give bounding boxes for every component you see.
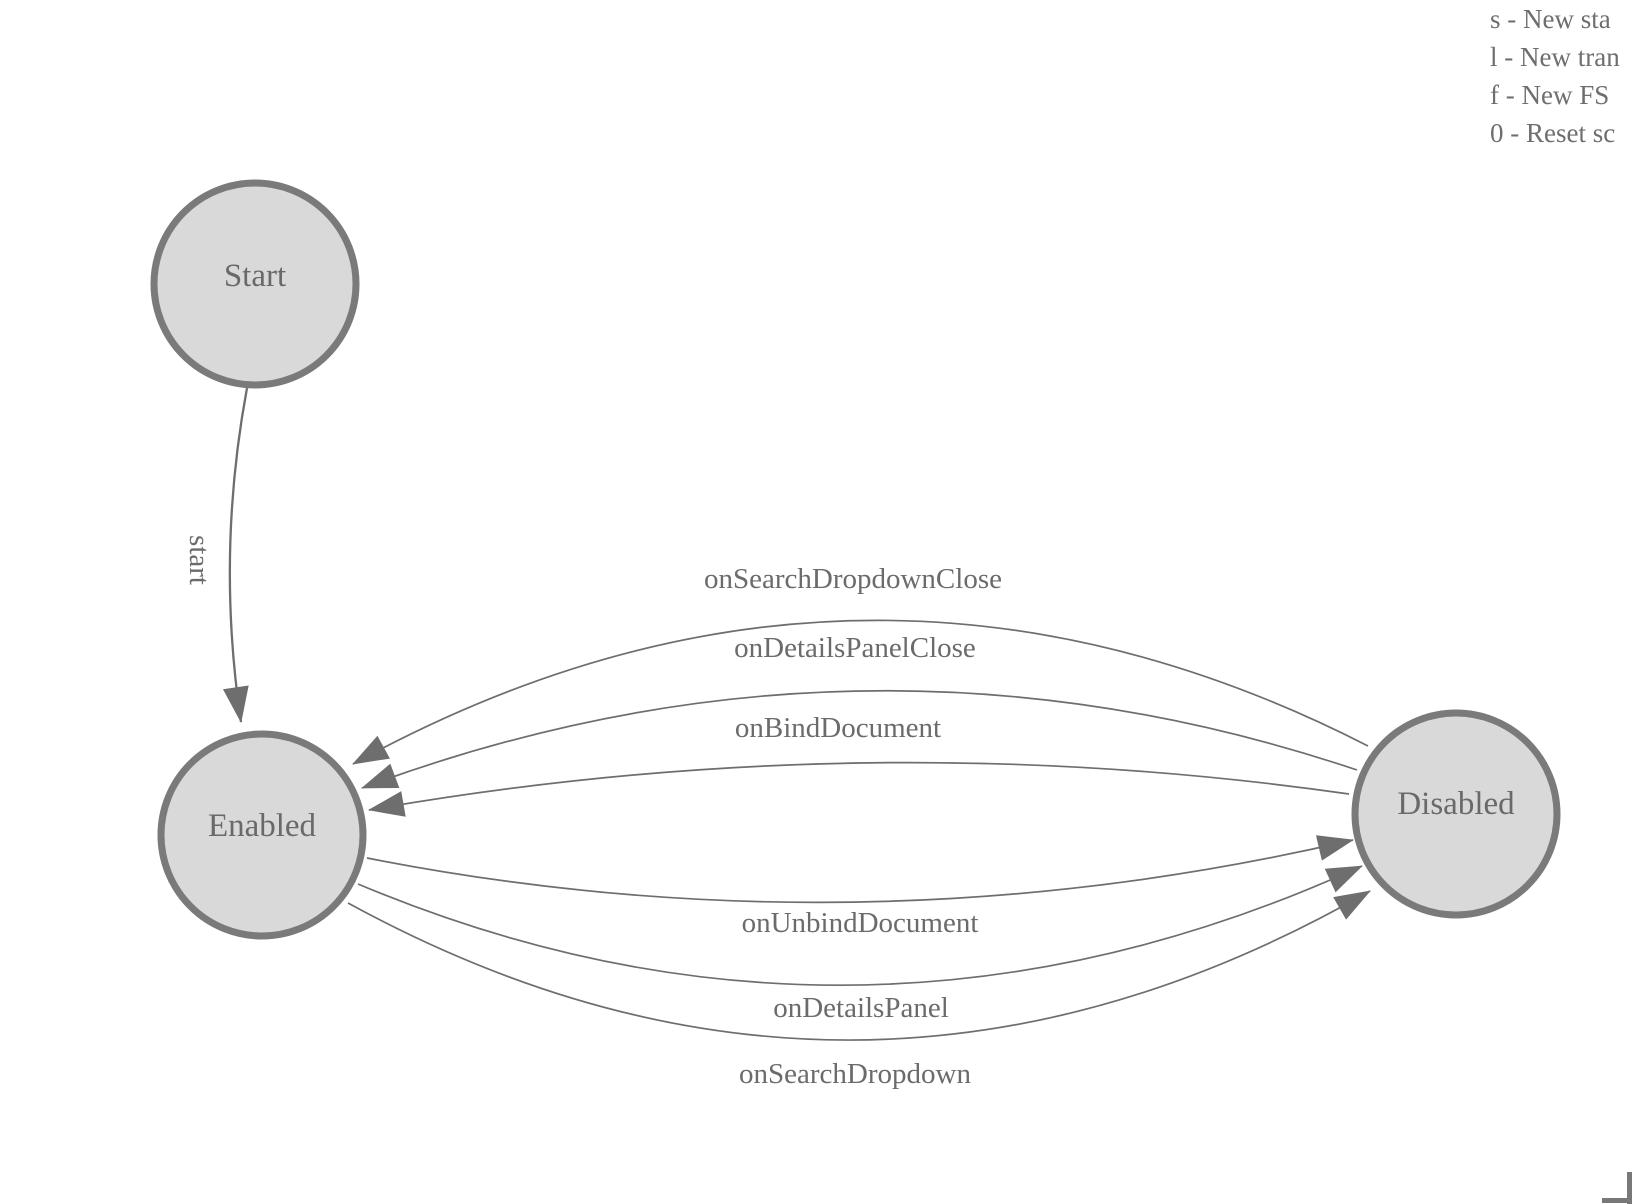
state-label-start: Start — [224, 258, 286, 294]
state-circle-enabled[interactable] — [157, 730, 367, 940]
state-circle-disabled[interactable] — [1351, 709, 1561, 919]
state-node-start[interactable]: Start — [150, 179, 360, 389]
offscreen-box-corner-vertical-bar — [1627, 1172, 1632, 1204]
states-layer: Start Enabled Disabled — [150, 179, 1561, 940]
edge-label-onSearchDropdown: onSearchDropdown — [739, 1058, 971, 1090]
edge-enabled-to-disabled-onDetailsPanel[interactable] — [357, 865, 1363, 987]
edge-start-to-enabled[interactable] — [222, 387, 249, 723]
edge-labels-layer: start onSearchDropdownClose onDetailsPan… — [183, 535, 1002, 1090]
edges-layer — [222, 387, 1371, 1041]
edge-label-onSearchDropdownClose: onSearchDropdownClose — [704, 563, 1002, 595]
state-label-disabled: Disabled — [1397, 786, 1515, 822]
state-node-disabled[interactable]: Disabled — [1351, 709, 1561, 919]
legend-line-new-fsm: f - New FS — [1490, 80, 1610, 110]
offscreen-box-corner-horizontal-bar — [1602, 1198, 1632, 1203]
edge-label-start: start — [183, 535, 215, 585]
shortcuts-legend: s - New sta l - New tran f - New FS 0 - … — [1490, 0, 1632, 152]
edge-disabled-to-enabled-onDetailsPanelClose[interactable] — [361, 689, 1358, 789]
legend-line-new-state: s - New sta — [1490, 4, 1611, 34]
legend-line-reset: 0 - Reset sc — [1490, 118, 1616, 148]
state-node-enabled[interactable]: Enabled — [157, 730, 367, 940]
edge-enabled-to-disabled-onSearchDropdown[interactable] — [347, 890, 1371, 1041]
edge-label-onDetailsPanel: onDetailsPanel — [773, 992, 949, 1024]
edge-label-onDetailsPanelClose: onDetailsPanelClose — [734, 632, 976, 664]
legend-line-new-transition: l - New tran — [1490, 42, 1620, 72]
edge-enabled-to-disabled-onUnbindDocument[interactable] — [366, 835, 1354, 904]
edge-label-onBindDocument: onBindDocument — [735, 712, 941, 744]
state-label-enabled: Enabled — [208, 808, 317, 844]
edge-label-onUnbindDocument: onUnbindDocument — [742, 907, 979, 939]
edge-disabled-to-enabled-onBindDocument[interactable] — [368, 761, 1350, 817]
state-circle-start[interactable] — [150, 179, 360, 389]
edge-disabled-to-enabled-onSearchDropdownClose[interactable] — [352, 619, 1369, 765]
